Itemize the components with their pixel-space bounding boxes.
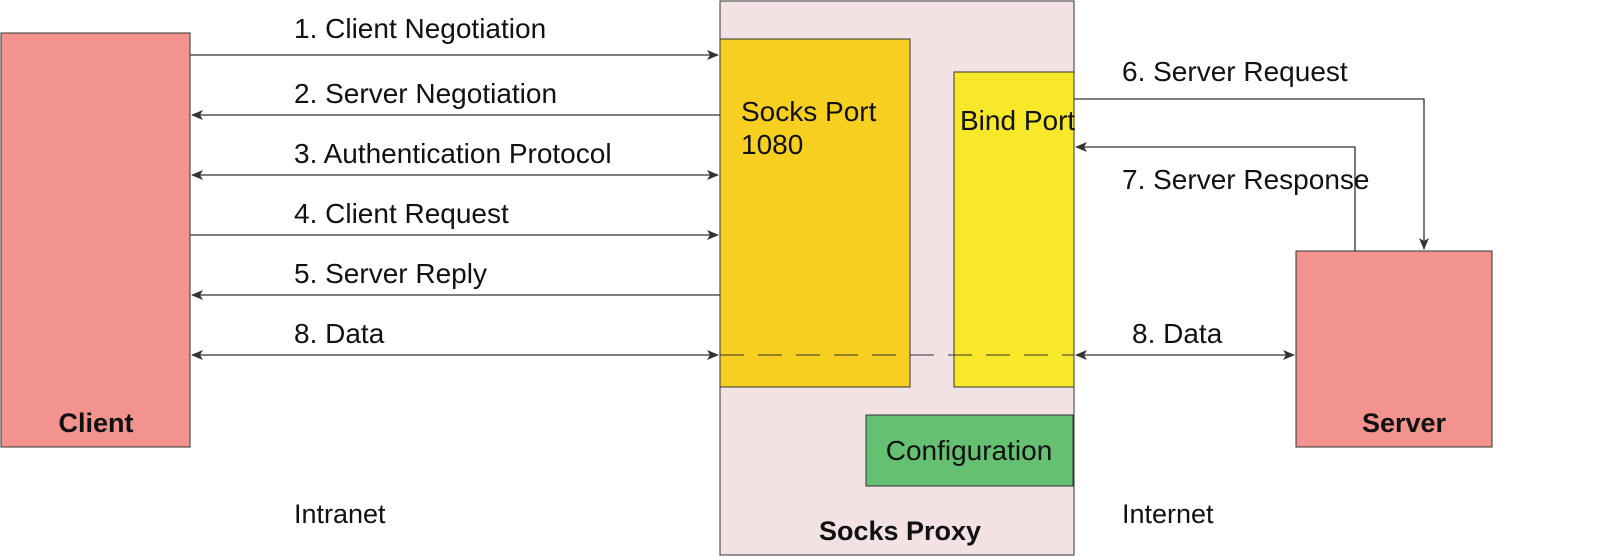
step-6-label: 6. Server Request [1122,56,1348,87]
internet-label: Internet [1122,499,1214,529]
step-4-label: 4. Client Request [294,198,509,229]
step-1-label: 1. Client Negotiation [294,13,546,44]
configuration-box [865,414,1074,487]
client-box [0,32,191,448]
socks-port-label-line1: Socks Port [741,96,877,127]
step-3-label: 3. Authentication Protocol [294,138,612,169]
socks-proxy-label: Socks Proxy [819,516,981,546]
server-label: Server [1362,408,1447,438]
intranet-label: Intranet [294,499,386,529]
step-2-label: 2. Server Negotiation [294,78,557,109]
step-8-right-label: 8. Data [1132,318,1223,349]
step-7-label: 7. Server Response [1122,164,1369,195]
bind-port-box [953,71,1075,388]
socks-port-box [719,38,911,388]
step-8-left-label: 8. Data [294,318,385,349]
arrow-server-request [1074,98,1429,250]
server-box [1295,250,1493,448]
bind-port-label: Bind Port [960,105,1075,136]
step-5-label: 5. Server Reply [294,258,487,289]
socks-port-label-line2: 1080 [741,129,803,160]
configuration-label: Configuration [886,435,1053,466]
client-label: Client [58,408,133,438]
arrow-server-response [1075,142,1356,251]
